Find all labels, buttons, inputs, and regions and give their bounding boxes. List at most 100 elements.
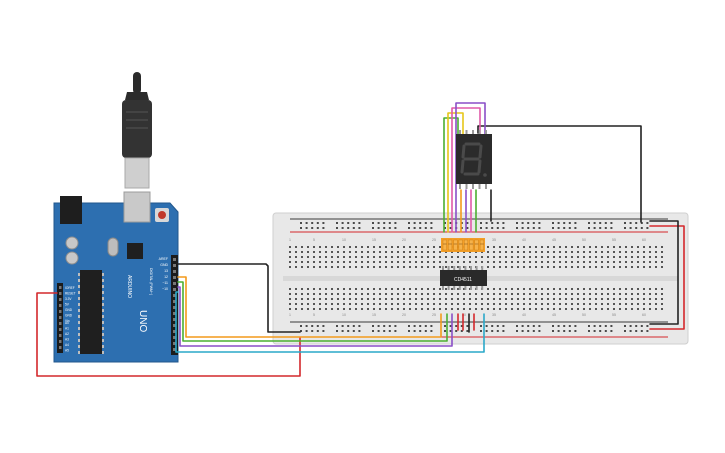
power-pin	[59, 322, 62, 325]
digital-header	[171, 255, 178, 355]
wire-green-d12[interactable]	[177, 281, 448, 342]
terminal-hole	[649, 293, 651, 295]
column-number-bottom: 5	[313, 313, 315, 317]
terminal-hole	[565, 261, 567, 263]
wire-black-display-common[interactable]	[477, 125, 642, 223]
rail-hole	[430, 227, 433, 229]
rail-hole	[408, 227, 410, 229]
wire-red-rail-right[interactable]	[649, 225, 685, 330]
terminal-hole	[409, 246, 411, 248]
wire-black-rail-right[interactable]	[649, 220, 679, 325]
terminal-hole	[601, 256, 603, 258]
terminal-hole	[403, 303, 405, 305]
terminal-hole	[493, 256, 495, 258]
terminal-hole	[643, 246, 645, 248]
rail-hole	[480, 325, 482, 327]
wire-cyan-d10[interactable]	[175, 291, 485, 353]
terminal-hole	[451, 303, 453, 305]
terminal-hole	[577, 256, 579, 258]
terminal-hole	[445, 298, 447, 300]
terminal-hole	[397, 293, 399, 295]
terminal-hole	[463, 303, 465, 305]
rail-hole	[305, 222, 308, 224]
terminal-hole	[487, 251, 489, 253]
terminal-hole	[493, 246, 495, 248]
arduino-uno[interactable]: UNO ARDUINO DIGITAL (PWM~) AREFGND1312~1…	[53, 72, 179, 363]
terminal-hole	[337, 266, 339, 268]
terminal-hole	[349, 303, 351, 305]
terminal-hole	[523, 298, 525, 300]
terminal-hole	[361, 293, 363, 295]
wire-orange-d13[interactable]	[177, 276, 442, 338]
terminal-hole	[565, 303, 567, 305]
terminal-hole	[385, 298, 387, 300]
rail-hole	[466, 222, 469, 224]
terminal-hole	[427, 261, 429, 263]
resistor	[453, 239, 458, 251]
rail-hole	[352, 222, 355, 224]
terminal-hole	[379, 251, 381, 253]
terminal-hole	[409, 256, 411, 258]
resistor	[442, 239, 447, 251]
terminal-hole	[553, 246, 555, 248]
terminal-hole	[607, 256, 609, 258]
terminal-hole	[619, 303, 621, 305]
terminal-hole	[469, 256, 471, 258]
wire-black-gnd[interactable]	[177, 263, 301, 333]
terminal-hole	[529, 266, 531, 268]
rail-hole	[521, 325, 524, 327]
terminal-hole	[355, 256, 357, 258]
rail-hole	[377, 330, 380, 332]
terminal-hole	[541, 308, 543, 310]
rail-hole	[635, 222, 638, 224]
column-number-bottom: 55	[612, 313, 616, 317]
header-pin	[173, 294, 176, 297]
cd4511-ic[interactable]: CD4511	[440, 266, 487, 290]
terminal-hole	[493, 251, 495, 253]
terminal-hole	[553, 261, 555, 263]
terminal-hole	[397, 246, 399, 248]
wire-seg-green[interactable]	[443, 117, 459, 233]
terminal-hole	[397, 256, 399, 258]
terminal-hole	[379, 256, 381, 258]
terminal-hole	[403, 298, 405, 300]
terminal-hole	[289, 261, 291, 263]
bottom-rail-holes	[300, 325, 649, 332]
terminal-hole	[301, 266, 303, 268]
terminal-hole	[559, 303, 561, 305]
ic-leg-top	[447, 266, 450, 270]
terminal-hole	[409, 308, 411, 310]
rail-hole	[394, 222, 397, 224]
terminal-hole	[337, 303, 339, 305]
wire-red-5v[interactable]	[36, 292, 301, 377]
terminal-hole	[313, 266, 315, 268]
terminal-hole	[475, 261, 477, 263]
terminal-hole	[397, 298, 399, 300]
column-number-top: 5	[313, 238, 315, 242]
rail-hole	[444, 227, 446, 229]
terminal-hole	[403, 256, 405, 258]
wire-seg-pink[interactable]	[451, 107, 481, 233]
terminal-hole	[655, 251, 657, 253]
terminal-hole	[529, 293, 531, 295]
terminal-hole	[391, 266, 393, 268]
terminal-hole	[571, 308, 573, 310]
seven-segment-display[interactable]	[456, 130, 492, 189]
wire-purple-d11[interactable]	[177, 286, 453, 347]
terminal-hole	[499, 246, 501, 248]
power-pin-label: RESET	[65, 292, 76, 296]
terminal-hole	[625, 288, 627, 290]
terminal-hole	[295, 308, 297, 310]
resistor-array[interactable]	[441, 238, 485, 252]
header-pin	[173, 336, 176, 339]
rail-hole	[466, 325, 469, 327]
terminal-hole	[511, 293, 513, 295]
terminal-hole	[529, 298, 531, 300]
terminal-hole	[565, 246, 567, 248]
rail-hole	[449, 330, 452, 332]
chip-pin	[102, 297, 104, 300]
terminal-hole	[493, 303, 495, 305]
terminal-hole	[553, 251, 555, 253]
terminal-hole	[601, 288, 603, 290]
